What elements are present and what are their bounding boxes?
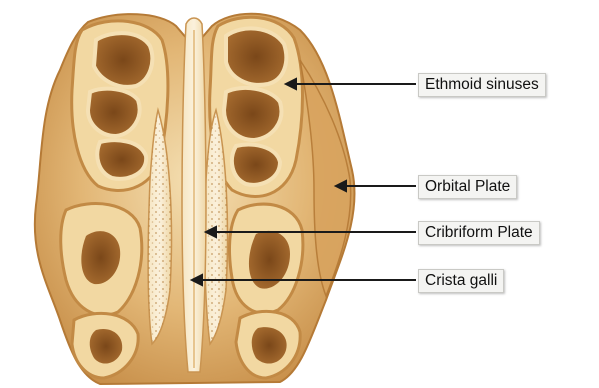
label-orbital-plate: Orbital Plate <box>418 175 517 199</box>
label-crista-galli: Crista galli <box>418 269 504 293</box>
label-cribriform-plate: Cribriform Plate <box>418 221 540 245</box>
right-lower-chambers <box>230 204 303 378</box>
left-lower-chambers <box>61 204 142 378</box>
label-ethmoid-sinuses: Ethmoid sinuses <box>418 73 546 97</box>
crista-galli <box>182 18 206 372</box>
